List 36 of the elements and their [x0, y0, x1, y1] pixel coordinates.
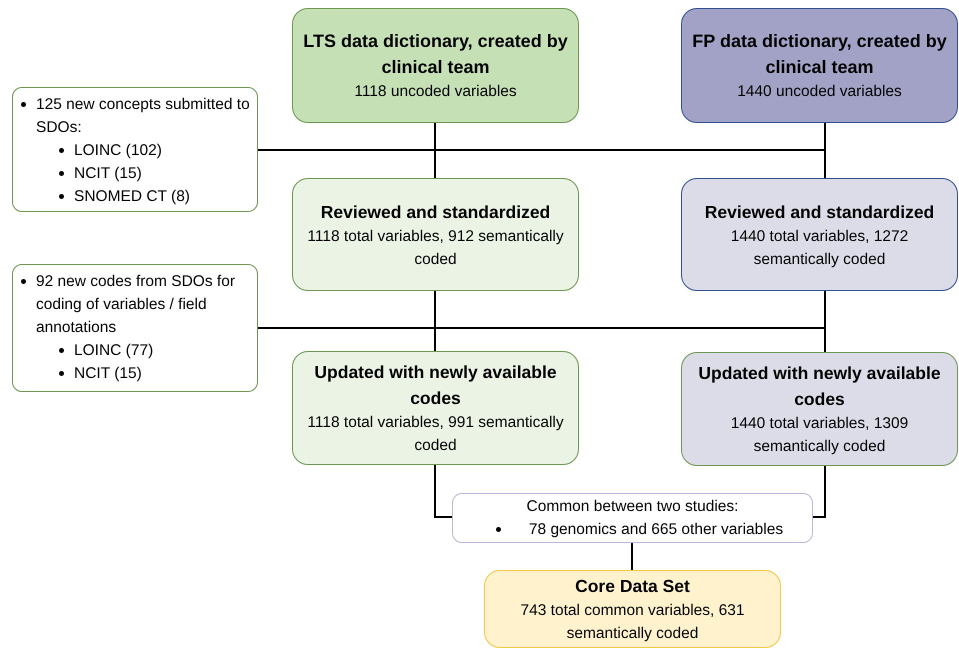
box-heading: Core Data Set [575, 575, 690, 598]
note-box [12, 87, 258, 212]
box-heading: FP data dictionary, created by clinical team [691, 30, 948, 79]
process-box [484, 570, 781, 648]
box-heading: Reviewed and standardized [704, 200, 934, 224]
box-text: 1440 uncoded variables [737, 82, 902, 102]
box-text: 1118 uncoded variables [354, 82, 517, 102]
note-box [12, 264, 258, 392]
process-box [292, 8, 579, 123]
box-text: 1440 total variables, 1272 semantically coded [730, 226, 910, 270]
process-box [292, 178, 579, 291]
box-heading: LTS data dictionary, created by clinical team [302, 30, 569, 79]
process-box [681, 352, 958, 466]
box-heading: Updated with newly available codes [313, 361, 558, 410]
connector-line [434, 465, 452, 518]
process-box [681, 178, 958, 291]
bullet-text: LOINC (77) [74, 341, 154, 361]
bullet-text: 92 new codes from SDOs for coding of variables / field annotations [36, 272, 236, 338]
summary-heading: Common between two studies: [526, 497, 738, 517]
bullet-text: 78 genomics and 665 other variables [528, 520, 784, 540]
box-heading: Updated with newly available codes [697, 362, 942, 411]
box-text: 1440 total variables, 1309 semantically coded [730, 414, 910, 457]
box-text: 1118 total variables, 912 semantically coded [306, 226, 565, 270]
box-text: 1118 total variables, 991 semantically coded [306, 413, 565, 456]
bullet-text: 125 new concepts submitted to SDOs: [36, 95, 251, 138]
bullet-text: NCIT (15) [74, 364, 142, 384]
box-heading: Reviewed and standardized [320, 200, 550, 224]
bullet-text: LOINC (102) [74, 141, 162, 161]
bullet-text: SNOMED CT (8) [74, 187, 190, 207]
connector-line [631, 543, 633, 570]
box-text: 743 total common variables, 631 semantically coded [519, 601, 746, 644]
connector-line [813, 466, 826, 518]
bullet-text: NCIT (15) [74, 164, 142, 184]
process-box [292, 351, 579, 465]
summary-box [452, 493, 813, 543]
process-box [681, 8, 958, 123]
